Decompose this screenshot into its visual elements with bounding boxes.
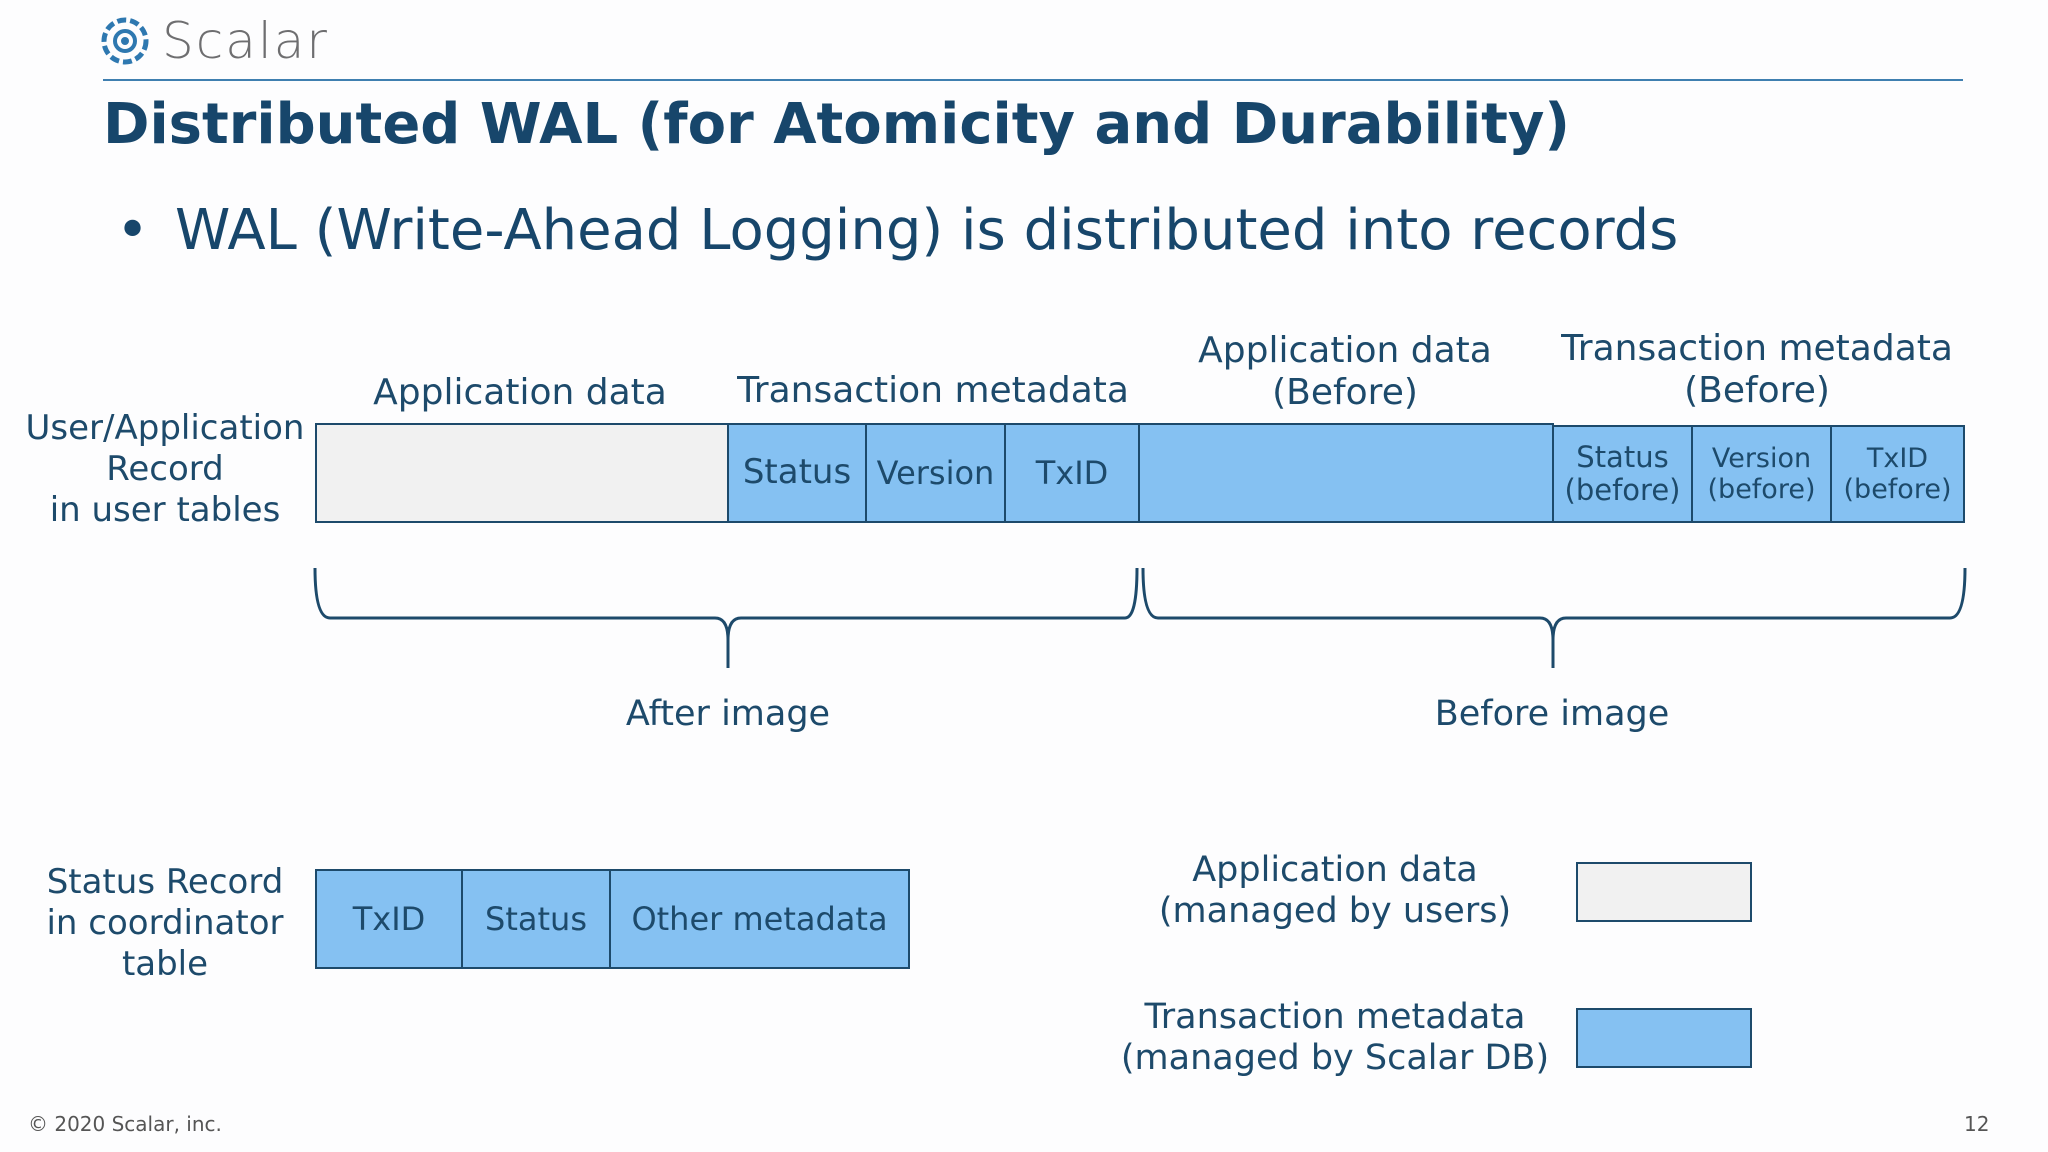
application-data-before-cell [1138, 423, 1554, 523]
after-image-label: After image [625, 694, 831, 734]
status-record-other-metadata-cell: Other metadata [609, 869, 910, 969]
bullet-item: • WAL (Write-Ahead Logging) is distribute… [116, 198, 1678, 263]
bullet-dot: • [116, 198, 150, 263]
copyright: © 2020 Scalar, inc. [28, 1112, 222, 1136]
version-cell: Version [865, 423, 1006, 523]
version-before-cell: Version (before) [1691, 425, 1832, 523]
header-application-data-before: Application data (Before) [1198, 330, 1492, 414]
header-transaction-metadata-before: Transaction metadata (Before) [1561, 328, 1953, 412]
txid-before-cell: TxID (before) [1830, 425, 1965, 523]
logo-text: Scalar [162, 12, 329, 70]
legend-application-data-label: Application data (managed by users) [1158, 850, 1512, 932]
header-transaction-metadata: Transaction metadata [737, 370, 1129, 411]
status-before-cell: Status (before) [1552, 425, 1693, 523]
page-title: Distributed WAL (for Atomicity and Durab… [103, 92, 1571, 157]
page-number: 12 [1964, 1112, 1990, 1136]
header-rule [103, 79, 1963, 81]
before-image-label: Before image [1434, 694, 1670, 734]
header-application-data: Application data [373, 372, 667, 413]
bullet-text: WAL (Write-Ahead Logging) is distributed… [175, 198, 1679, 263]
user-record-label: User/Application Record in user tables [25, 408, 305, 530]
legend-application-data-swatch [1576, 862, 1752, 922]
scalar-logo-icon [101, 17, 149, 65]
status-record-label: Status Record in coordinator table [46, 862, 284, 984]
legend-transaction-metadata-swatch [1576, 1008, 1752, 1068]
status-record-txid-cell: TxID [315, 869, 463, 969]
application-data-cell [315, 423, 729, 523]
legend-transaction-metadata-label: Transaction metadata (managed by Scalar … [1120, 997, 1550, 1079]
status-record-status-cell: Status [461, 869, 611, 969]
txid-cell: TxID [1004, 423, 1140, 523]
status-cell: Status [727, 423, 867, 523]
